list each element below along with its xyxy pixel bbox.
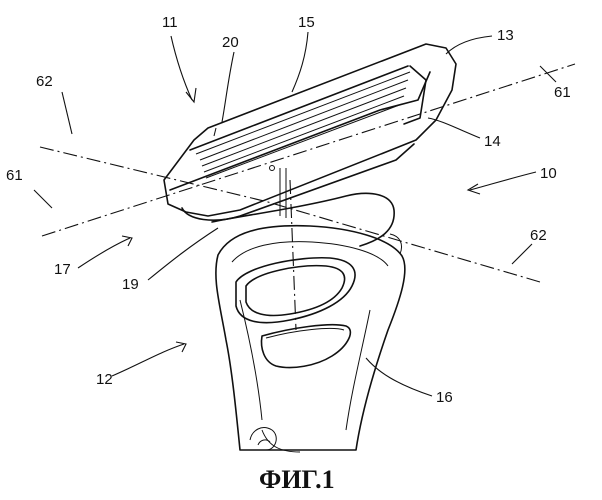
ref-19: 19 bbox=[122, 276, 139, 293]
figure-caption: ФИГ.1 bbox=[259, 465, 335, 494]
handle bbox=[216, 226, 405, 452]
ref-15: 15 bbox=[298, 14, 315, 31]
ref-10: 10 bbox=[540, 165, 557, 182]
ref-62-left: 62 bbox=[36, 73, 53, 90]
ref-13: 13 bbox=[497, 27, 514, 44]
leader-lines bbox=[34, 32, 556, 396]
ref-11: 11 bbox=[162, 14, 178, 31]
ref-20: 20 bbox=[222, 34, 239, 51]
axis-62 bbox=[40, 147, 540, 282]
cartridge bbox=[164, 44, 456, 220]
ref-62-right: 62 bbox=[530, 227, 547, 244]
ref-17: 17 bbox=[54, 261, 71, 278]
ref-61-right: 61 bbox=[554, 84, 571, 101]
ref-61-left: 61 bbox=[6, 167, 23, 184]
ref-14: 14 bbox=[484, 133, 501, 150]
ref-16: 16 bbox=[436, 389, 453, 406]
grip-window-lower bbox=[262, 325, 351, 368]
ref-12: 12 bbox=[96, 371, 113, 388]
